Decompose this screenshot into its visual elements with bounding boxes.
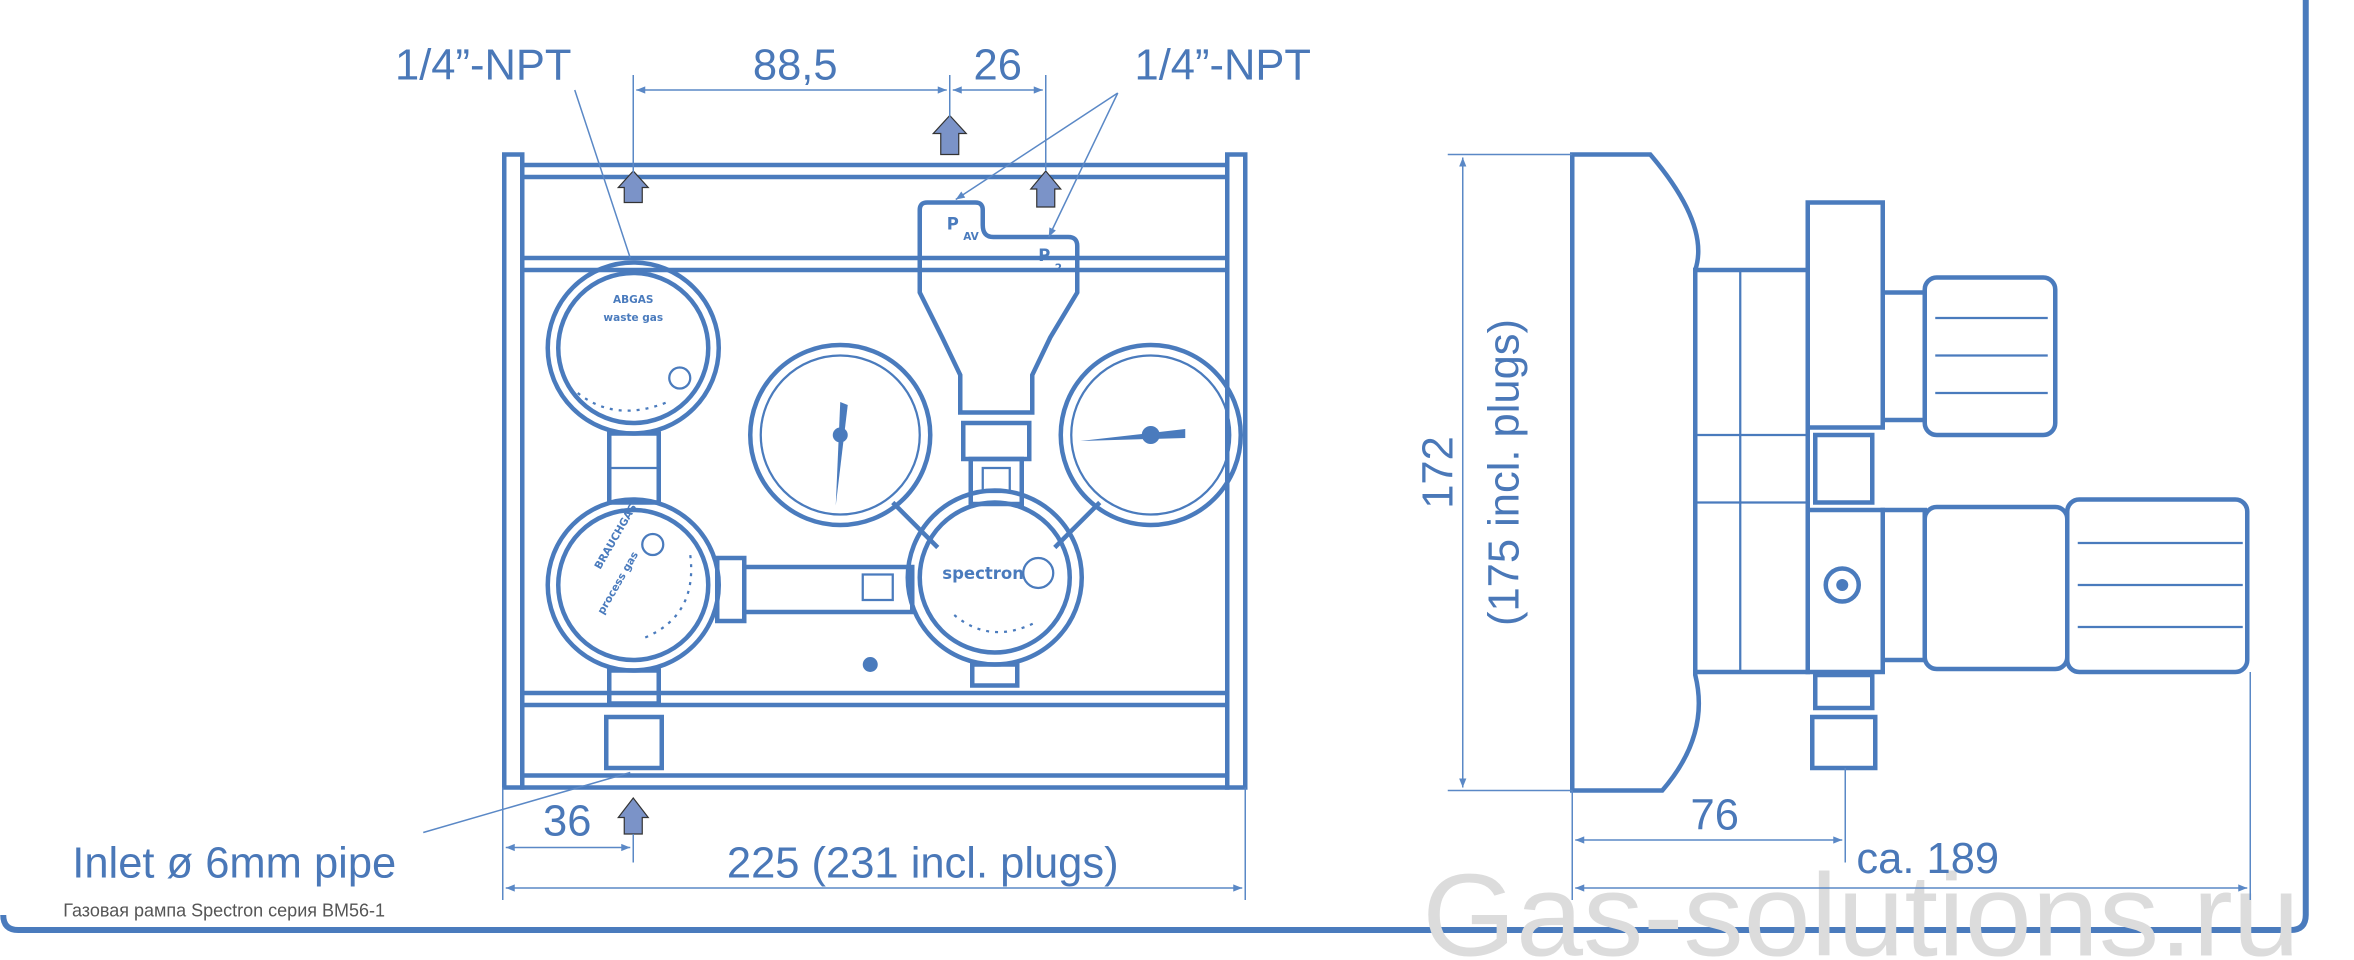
side-view [1570, 152, 2250, 793]
dim-height-plugs: (175 incl. plugs) [1480, 319, 1528, 626]
dim-total-depth: ca. 189 [1856, 835, 1999, 883]
front-view: ABGAS waste gas BRAUCHGAS process gas P … [502, 114, 1248, 835]
port-label-right: 1/4”-NPT [1135, 42, 1311, 90]
p2-arrow-icon [1029, 170, 1063, 208]
port-p2-label: P [1038, 246, 1050, 265]
regulator: spectron [905, 488, 1084, 688]
pav-arrow-icon [931, 114, 968, 156]
caption: Газовая рампа Spectron серия BM56-1 [63, 901, 385, 921]
dim-width: 225 (231 incl. plugs) [727, 840, 1119, 888]
watermark: Gas-solutions.ru [1422, 850, 2300, 960]
front-dimensions [423, 75, 1246, 900]
manifold: P AV P 2 [917, 200, 1080, 507]
regulator-brand: spectron [942, 564, 1024, 583]
inlet-arrow-icon [617, 797, 650, 835]
port-pav-label: P [947, 215, 959, 234]
outlet-pressure-gauge [1058, 342, 1243, 528]
waste-gas-gauge: ABGAS waste gas [545, 260, 721, 436]
inlet-pressure-gauge [748, 342, 933, 528]
outlet-arrow-icon [616, 170, 650, 204]
inlet-label: Inlet ø 6mm pipe [72, 840, 396, 888]
dim-top-2: 26 [974, 42, 1022, 90]
side-dimensions [1447, 153, 2251, 900]
process-gas-gauge: BRAUCHGAS process gas [545, 497, 721, 673]
port-p2-sub: 2 [1055, 263, 1062, 275]
mount-screw-icon [862, 657, 878, 672]
dim-top-1: 88,5 [753, 42, 838, 90]
gauge-top-sublabel: waste gas [603, 312, 663, 324]
dim-height: 172 [1414, 436, 1462, 509]
gauge-top-label: ABGAS [613, 294, 653, 306]
dim-inlet: 36 [543, 798, 591, 846]
dim-depth: 76 [1691, 792, 1739, 840]
port-label-left: 1/4”-NPT [395, 42, 571, 90]
port-pav-sub: AV [963, 231, 979, 243]
page-frame [0, 0, 2309, 933]
